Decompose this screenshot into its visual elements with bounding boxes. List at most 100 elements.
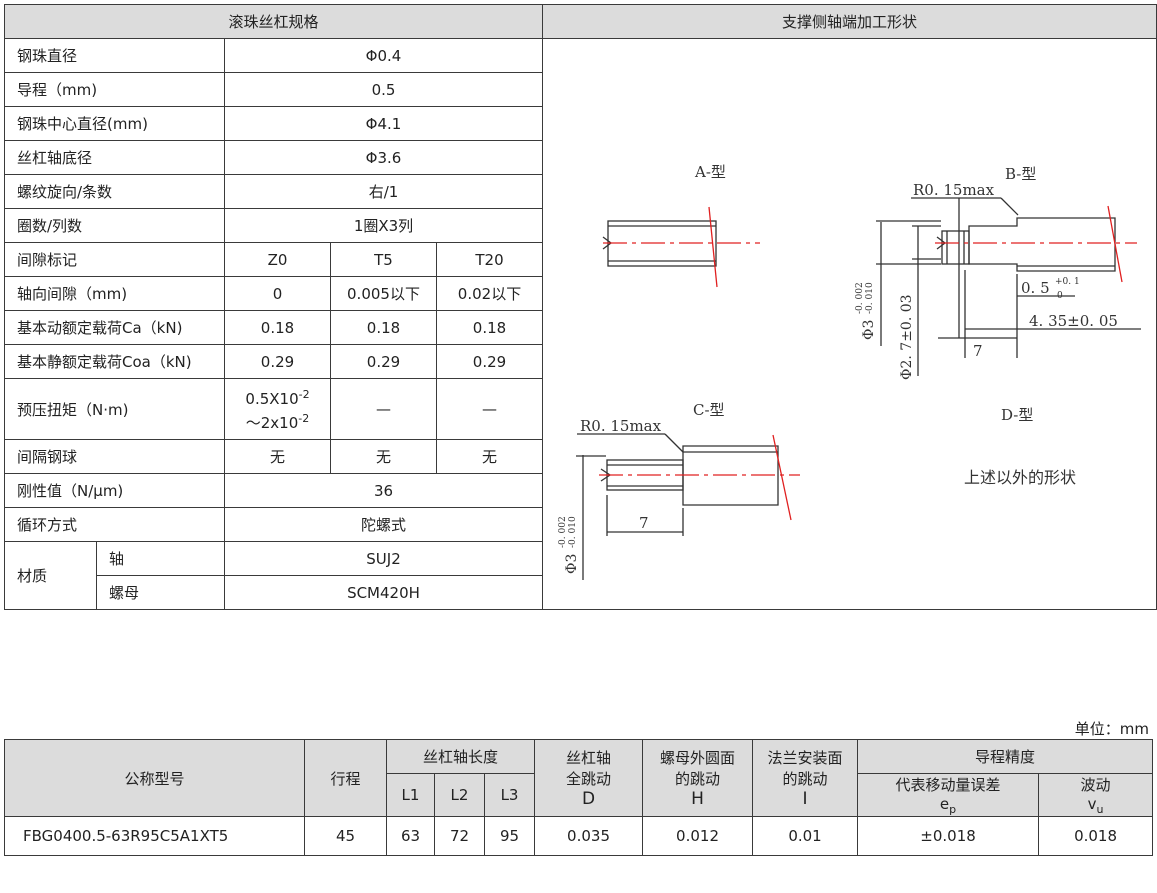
header-length: 丝杠轴长度 bbox=[385, 739, 536, 774]
label-ball-center: 钢珠中心直径(mm) bbox=[4, 106, 225, 141]
cell-i: 0.01 bbox=[752, 816, 859, 856]
spec-table: 滚珠丝杠规格 支撑侧轴端加工形状 钢珠直径 Φ0.4 导程（mm) 0.5 钢珠… bbox=[4, 4, 1157, 610]
value-thread: 右/1 bbox=[224, 174, 543, 209]
label-preload: 预压扭矩（N·m) bbox=[4, 378, 225, 440]
cell-stroke: 45 bbox=[304, 816, 387, 856]
value-static-z0: 0.29 bbox=[224, 344, 331, 379]
drawing-cell bbox=[542, 38, 1157, 610]
value-root-dia: Φ3.6 bbox=[224, 140, 543, 175]
label-lead: 导程（mm) bbox=[4, 72, 225, 107]
header-ep-sub: p bbox=[949, 803, 957, 816]
b-length-dim: 4. 35±0. 05 bbox=[1029, 312, 1118, 330]
type-c-shaft bbox=[682, 445, 779, 506]
value-t20: T20 bbox=[436, 242, 543, 277]
value-ball-dia: Φ0.4 bbox=[224, 38, 543, 73]
value-preload-z0: 0.5X10-2 ～2x10-2 bbox=[224, 378, 331, 440]
value-preload-t20: — bbox=[436, 378, 543, 440]
header-h: H bbox=[691, 789, 704, 809]
header-l3: L3 bbox=[483, 773, 536, 817]
label-root-dia: 丝杠轴底径 bbox=[4, 140, 225, 175]
cell-l2: 72 bbox=[434, 816, 485, 856]
header-lead-accuracy: 导程精度 bbox=[857, 739, 1154, 774]
type-b-neck bbox=[941, 230, 970, 265]
label-material-shaft: 轴 bbox=[96, 541, 225, 576]
b-radius-note: R0. 15max bbox=[913, 181, 995, 199]
value-axial-z0: 0 bbox=[224, 276, 331, 311]
cell-model: FBG0400.5-63R95C5A1XT5 bbox=[4, 816, 305, 856]
value-dynamic-t5: 0.18 bbox=[330, 310, 437, 345]
label-clearance-mark: 间隙标记 bbox=[4, 242, 225, 277]
value-rigidity: 36 bbox=[224, 473, 543, 508]
header-ep: 代表移动量误差 ep bbox=[857, 773, 1040, 817]
header-d: D bbox=[581, 789, 596, 809]
c-dia-three: Φ3 bbox=[564, 554, 580, 574]
value-ball-center: Φ4.1 bbox=[224, 106, 543, 141]
c-dia-tol-low: -0. 010 bbox=[568, 516, 578, 548]
value-spacer-z0: 无 bbox=[224, 439, 331, 474]
header-i: I bbox=[802, 789, 808, 809]
value-spacer-t5: 无 bbox=[330, 439, 437, 474]
value-preload-t5: — bbox=[330, 378, 437, 440]
cell-l1: 63 bbox=[386, 816, 435, 856]
value-static-t5: 0.29 bbox=[330, 344, 437, 379]
value-axial-t5: 0.005以下 bbox=[330, 276, 437, 311]
value-t5: T5 bbox=[330, 242, 437, 277]
header-l1: L1 bbox=[386, 773, 435, 817]
label-thread: 螺纹旋向/条数 bbox=[4, 174, 225, 209]
type-d-note: 上述以外的形状 bbox=[964, 468, 1076, 487]
value-dynamic-z0: 0.18 bbox=[224, 310, 331, 345]
label-ball-dia: 钢珠直径 bbox=[4, 38, 225, 73]
label-circulation: 循环方式 bbox=[4, 507, 225, 542]
value-circulation: 陀螺式 bbox=[224, 507, 543, 542]
header-vu-sub: u bbox=[1096, 803, 1104, 816]
cell-vu: 0.018 bbox=[1038, 816, 1154, 856]
type-a-label: A-型 bbox=[694, 163, 726, 181]
header-model: 公称型号 bbox=[4, 739, 305, 817]
label-dynamic-load: 基本动额定载荷Ca（kN) bbox=[4, 310, 225, 345]
header-ep-symbol: e bbox=[939, 795, 950, 813]
header-vu-symbol: v bbox=[1087, 795, 1097, 813]
value-lead: 0.5 bbox=[224, 72, 543, 107]
b-dia-three: Φ3 bbox=[861, 320, 877, 340]
label-turns: 圈数/列数 bbox=[4, 208, 225, 243]
label-material: 材质 bbox=[4, 541, 97, 610]
header-vu-line1: 波动 bbox=[1080, 776, 1111, 794]
preload-line2: ～2x10 bbox=[245, 414, 299, 432]
label-static-load: 基本静额定载荷Coa（kN) bbox=[4, 344, 225, 379]
value-material-nut: SCM420H bbox=[224, 575, 543, 610]
cell-l3: 95 bbox=[483, 816, 536, 856]
c-dia-tol-up: -0. 002 bbox=[558, 516, 568, 548]
header-runout-line2: 全跳动 bbox=[566, 770, 612, 788]
header-nut-h: 螺母外圆面 的跳动 H bbox=[642, 739, 754, 817]
b-seven-dim: 7 bbox=[973, 342, 983, 360]
label-rigidity: 刚性值（N/μm) bbox=[4, 473, 225, 508]
type-d-label: D-型 bbox=[1001, 406, 1033, 424]
drawing-header: 支撑侧轴端加工形状 bbox=[542, 4, 1157, 39]
preload-exp2: -2 bbox=[298, 412, 310, 425]
b-step-tol-low: 0 bbox=[1057, 291, 1063, 301]
value-static-t20: 0.29 bbox=[436, 344, 543, 379]
type-b-shaft bbox=[968, 217, 1116, 272]
header-flange-line2: 的跳动 bbox=[782, 770, 828, 788]
value-spacer-t20: 无 bbox=[436, 439, 543, 474]
b-dia-inner: Φ2. 7±0. 03 bbox=[899, 294, 915, 380]
label-axial-clearance: 轴向间隙（mm) bbox=[4, 276, 225, 311]
b-step-tol-up: +0. 1 bbox=[1055, 277, 1080, 287]
label-spacer: 间隔钢球 bbox=[4, 439, 225, 474]
label-material-nut: 螺母 bbox=[96, 575, 225, 610]
type-c-label: C-型 bbox=[693, 401, 725, 419]
value-dynamic-t20: 0.18 bbox=[436, 310, 543, 345]
header-nut-line2: 的跳动 bbox=[675, 770, 721, 788]
preload-line1: 0.5X10 bbox=[245, 390, 299, 408]
preload-exp1: -2 bbox=[298, 388, 310, 401]
header-ep-line1: 代表移动量误差 bbox=[895, 776, 1001, 794]
header-flange-i: 法兰安装面 的跳动 I bbox=[752, 739, 859, 817]
type-b-label: B-型 bbox=[1005, 165, 1036, 183]
c-seven-dim: 7 bbox=[639, 514, 649, 532]
b-step-dim: 0. 5 bbox=[1021, 279, 1050, 297]
unit-label: 单位：mm bbox=[1074, 720, 1149, 738]
b-dia-tol-up: -0. 002 bbox=[855, 282, 865, 314]
b-dia-tol-low: -0. 010 bbox=[865, 282, 875, 314]
header-l2: L2 bbox=[434, 773, 485, 817]
header-vu: 波动 vu bbox=[1038, 773, 1154, 817]
